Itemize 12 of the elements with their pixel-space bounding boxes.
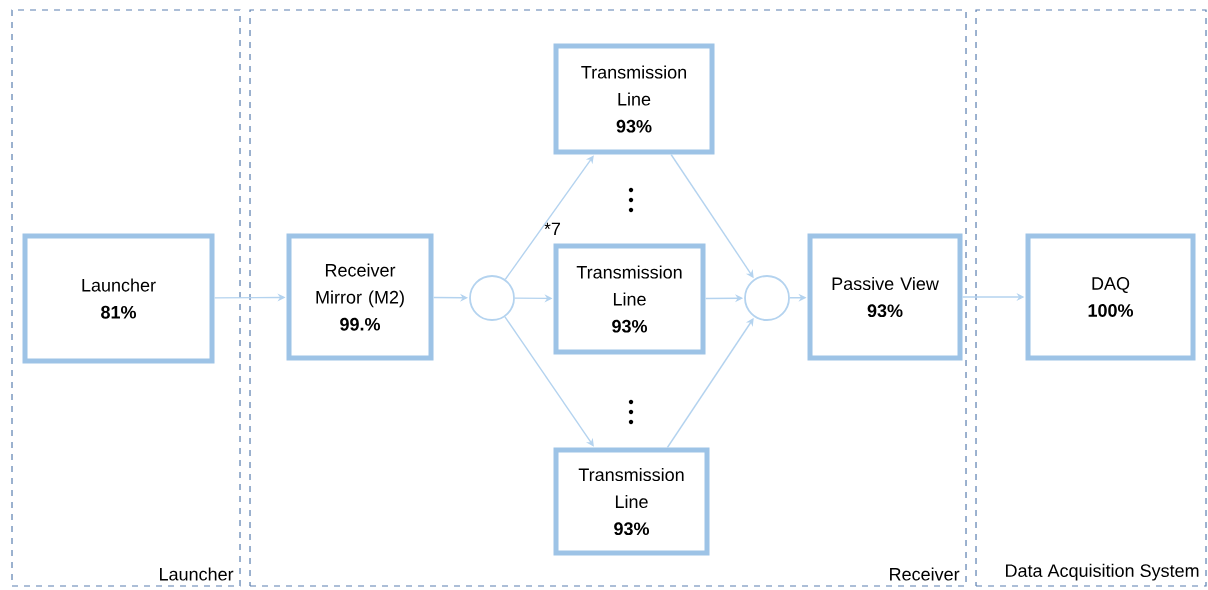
arrow <box>504 155 594 281</box>
process-box: DAQ 100% <box>1025 233 1196 361</box>
process-box: Transmission Line 93% <box>553 243 706 355</box>
process-box: Passive View 93% <box>807 233 963 361</box>
junction-circle <box>469 275 515 321</box>
process-box: Transmission Line 93% <box>553 447 710 556</box>
process-box: Receiver Mirror (M2) 99.% <box>286 233 434 361</box>
arrow <box>504 316 594 447</box>
beside-note: *7 <box>544 222 560 236</box>
process-box: Transmission Line 93% <box>553 43 715 155</box>
junction-circle <box>744 275 790 321</box>
process-box: Launcher 81% <box>22 233 215 364</box>
